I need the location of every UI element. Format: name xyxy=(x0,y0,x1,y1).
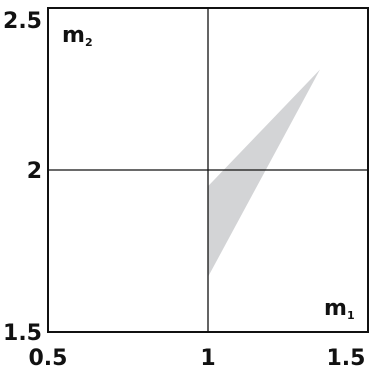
x-tick-label: 1.5 xyxy=(327,346,366,371)
x-axis-label-subscript: 1 xyxy=(347,309,355,322)
feasible-region xyxy=(208,69,320,277)
y-tick-label: 2 xyxy=(27,159,42,184)
y-axis-label-base: m xyxy=(62,23,85,48)
y-axis-label-subscript: 2 xyxy=(85,36,93,49)
x-axis-label-base: m xyxy=(324,296,347,321)
y-tick-label: 2.5 xyxy=(3,9,42,34)
y-axis-label: m2 xyxy=(62,23,93,49)
y-tick-label: 1.5 xyxy=(3,321,42,346)
x-axis-label: m1 xyxy=(324,296,355,322)
x-tick-label: 1 xyxy=(200,346,215,371)
x-tick-label: 0.5 xyxy=(29,346,68,371)
